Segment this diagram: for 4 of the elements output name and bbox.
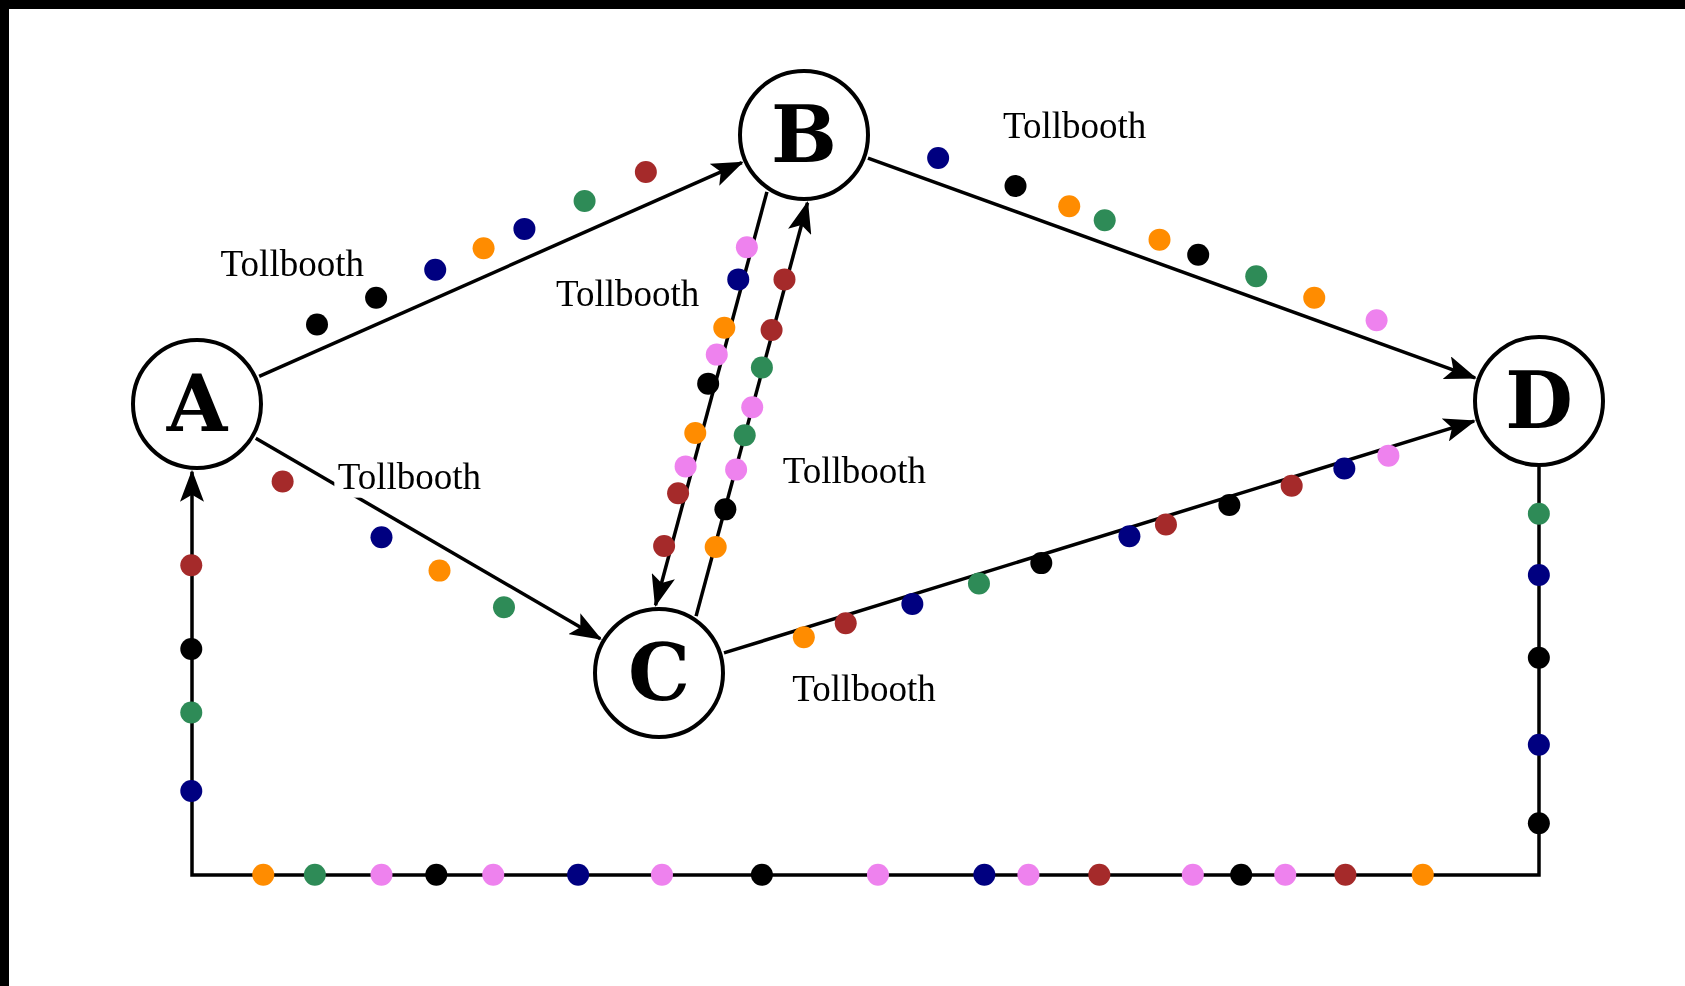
node-label: B bbox=[771, 96, 837, 174]
node-label: D bbox=[1505, 362, 1573, 440]
node-label: A bbox=[166, 365, 228, 443]
node-label: C bbox=[627, 634, 691, 712]
